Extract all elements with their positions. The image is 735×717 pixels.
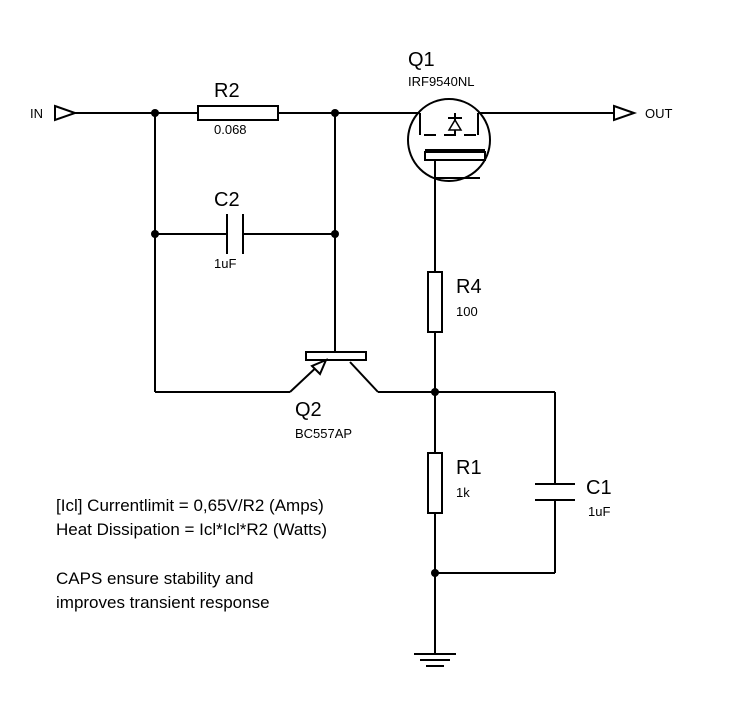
junction-dot — [151, 230, 159, 238]
out-port-arrow-icon — [613, 104, 638, 122]
capacitor-c2-ref: C2 — [214, 189, 240, 211]
transistor-q2-ref: Q2 — [295, 399, 322, 421]
note-line: Heat Dissipation = Icl*Icl*R2 (Watts) — [56, 520, 327, 539]
junction-dot — [151, 109, 159, 117]
in-port: IN — [30, 104, 79, 122]
junction-dot — [431, 569, 439, 577]
junction-dot — [431, 388, 439, 396]
note-line: [Icl] Currentlimit = 0,65V/R2 (Amps) — [56, 496, 324, 515]
ground-icon — [414, 653, 456, 667]
in-port-label: IN — [30, 106, 43, 121]
transistor-q2-base-bar — [305, 351, 367, 361]
out-port: OUT — [613, 104, 673, 122]
capacitor-c2-value: 1uF — [214, 256, 236, 271]
resistor-r2: R2 0.068 — [197, 80, 279, 137]
mosfet-q1-ref: Q1 — [408, 49, 435, 71]
resistor-r2-value: 0.068 — [214, 122, 247, 137]
resistor-r2-body — [197, 105, 279, 121]
junction-dot — [331, 109, 339, 117]
in-port-arrow-icon — [54, 104, 79, 122]
out-port-label: OUT — [645, 106, 673, 121]
transistor-q2: Q2 BC557AP — [289, 351, 379, 441]
capacitor-c1-ref: C1 — [586, 477, 612, 499]
capacitor-c1-value: 1uF — [588, 504, 610, 519]
capacitor-c1: C1 1uF — [535, 477, 612, 519]
transistor-q2-emitter-arrow-icon — [310, 358, 328, 376]
junctions — [151, 109, 439, 577]
wires — [75, 112, 614, 654]
resistor-r1-ref: R1 — [456, 457, 482, 479]
transistor-q2-part: BC557AP — [295, 426, 352, 441]
mosfet-q1-body — [407, 98, 491, 182]
note-line: CAPS ensure stability and — [56, 569, 254, 588]
junction-dot — [331, 230, 339, 238]
resistor-r4-ref: R4 — [456, 276, 482, 298]
capacitor-c2: C2 1uF — [214, 189, 244, 271]
mosfet-q1: Q1 IRF9540NL — [407, 49, 491, 182]
notes: [Icl] Currentlimit = 0,65V/R2 (Amps) Hea… — [56, 496, 327, 612]
resistor-r1-value: 1k — [456, 485, 470, 500]
resistor-r4-body — [427, 271, 443, 333]
resistor-r4-value: 100 — [456, 304, 478, 319]
note-line: improves transient response — [56, 593, 270, 612]
mosfet-q1-part: IRF9540NL — [408, 74, 474, 89]
resistor-r2-ref: R2 — [214, 80, 240, 102]
resistor-r4: R4 100 — [427, 271, 482, 333]
resistor-r1-body — [427, 452, 443, 514]
resistor-r1: R1 1k — [427, 452, 482, 514]
